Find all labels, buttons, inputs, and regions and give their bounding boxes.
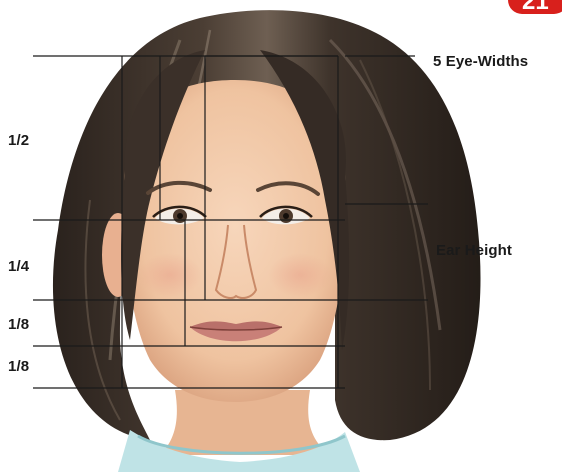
lower-eighth-proportion-label: 1/8 <box>8 358 29 375</box>
eye-widths-label: 5 Eye-Widths <box>433 53 528 70</box>
half-proportion-label: 1/2 <box>8 132 29 149</box>
ear-height-label: Ear Height <box>436 242 512 259</box>
upper-eighth-proportion-label: 1/8 <box>8 316 29 333</box>
quarter-proportion-label: 1/4 <box>8 258 29 275</box>
